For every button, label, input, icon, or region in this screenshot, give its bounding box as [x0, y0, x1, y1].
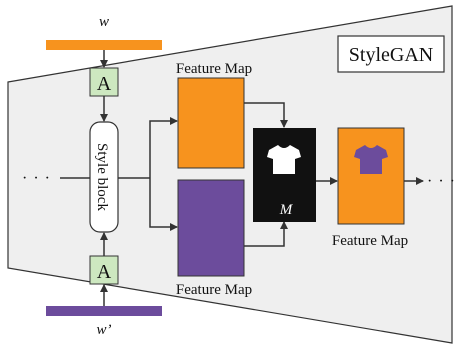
affine-bottom-label: A: [97, 261, 112, 283]
affine-top-label: A: [97, 73, 112, 95]
latent-w-prime-label: w’: [97, 322, 112, 338]
feature-map-orange: [177, 77, 245, 169]
stylegan-panel: [7, 5, 453, 344]
ellipsis-left: · · ·: [22, 170, 51, 187]
title: StyleGAN: [349, 44, 433, 66]
ellipsis-right: · · ·: [427, 173, 456, 190]
feature-map-orange-label: Feature Map: [176, 61, 252, 77]
mask-label: M: [279, 202, 294, 218]
feature-map-output: [337, 127, 405, 225]
title-box: [337, 35, 445, 73]
arrow-orange-to-mask: [244, 102, 288, 128]
feature-map-output-label: Feature Map: [332, 233, 408, 249]
affine-top: [89, 67, 119, 97]
arrow-to-feature-map-orange: [149, 117, 178, 178]
latent-w-prime-bar: [46, 306, 162, 316]
feature-map-purple-label: Feature Map: [176, 282, 252, 298]
style-block-label: Style block: [94, 143, 110, 211]
arrow-purple-to-mask: [244, 221, 288, 247]
t-shirt-icon: [354, 145, 388, 174]
feature-map-purple: [177, 179, 245, 277]
arrow-to-feature-map-purple: [149, 178, 178, 231]
latent-w-label: w: [99, 14, 109, 30]
t-shirt-icon: [267, 145, 301, 174]
latent-w-bar: [46, 40, 162, 50]
mask-m: [253, 128, 316, 222]
